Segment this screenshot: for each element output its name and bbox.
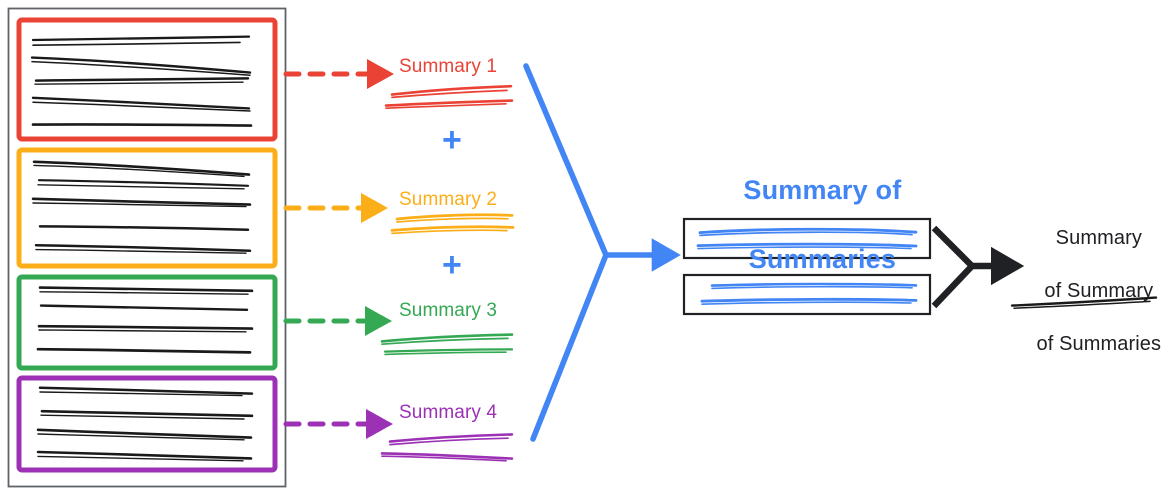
document-group-1-text-lines	[30, 35, 253, 127]
document-group-1[interactable]	[16, 17, 278, 142]
summary-3-label: Summary 3	[399, 300, 498, 321]
summary-1-label: Summary 1	[399, 56, 498, 77]
plus-sign-1: +	[442, 121, 462, 159]
final-title-line-1: Summary	[1055, 226, 1142, 249]
document-group-4-border	[16, 375, 278, 473]
summary-4-label: Summary 4	[399, 402, 498, 423]
summary-2-label: Summary 2	[399, 189, 498, 210]
plus-sign-2: +	[442, 246, 462, 284]
document-group-4-text-lines	[36, 386, 254, 462]
sos-title-line-1: Summary of	[743, 174, 902, 205]
sos-title-line-2: Summaries	[748, 243, 897, 274]
summary-3-scribble	[380, 333, 514, 356]
final-output-scribble	[1010, 296, 1158, 309]
document-group-3-border	[16, 274, 278, 371]
sos-box-1[interactable]	[682, 217, 932, 260]
document-group-2-text-lines	[31, 160, 252, 254]
sos-box-2-border	[682, 273, 932, 316]
summary-2-scribble	[390, 213, 515, 235]
document-group-2[interactable]	[16, 147, 278, 269]
document-group-3[interactable]	[16, 274, 278, 371]
final-output-title: Summary of Summary of Summaries	[1010, 198, 1165, 384]
document-group-2-border	[16, 147, 278, 269]
blue-merge-arrow	[523, 63, 681, 442]
final-title-line-2: of Summary	[1044, 279, 1154, 302]
sos-box-2-scribble	[700, 282, 918, 305]
summary-of-summaries-title: Summary of Summaries	[684, 138, 930, 311]
sos-box-1-scribble	[696, 227, 918, 250]
document-group-1-border	[16, 17, 278, 142]
document-group-3-text-lines	[36, 286, 254, 354]
summary-1-scribble	[384, 84, 514, 110]
sos-box-1-border	[682, 217, 932, 260]
final-title-line-3: of Summaries	[1036, 332, 1162, 355]
sos-box-2[interactable]	[682, 273, 932, 316]
black-merge-arrow	[931, 225, 1025, 309]
summary-4-scribble	[380, 433, 514, 462]
document-group-4[interactable]	[16, 375, 278, 473]
